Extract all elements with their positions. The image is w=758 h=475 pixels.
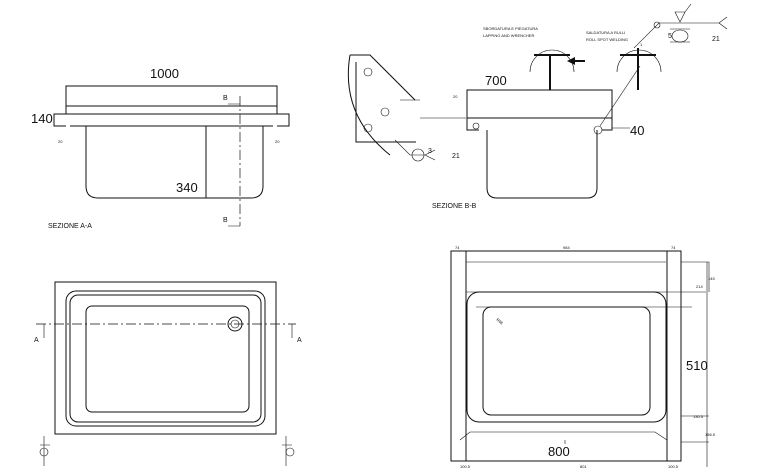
dim-20-right: 20: [275, 139, 280, 144]
dim-214: 214: [696, 284, 703, 289]
detail-label: 1: [640, 42, 643, 47]
cut-label-b-bottom: B: [223, 217, 228, 224]
top-view: 74 984 74 145 214 R68 510 130.5 156.5 10…: [450, 245, 716, 469]
weld-detail-ref: 21: [712, 36, 720, 43]
dim-510: 510: [686, 358, 708, 373]
cut-label-a-left: A: [34, 337, 39, 344]
section-a-a: 1000 140 340 20 20 B B SEZIONE A-A: [31, 66, 290, 230]
dim-156-5: 156.5: [705, 432, 716, 437]
section-b-b-label: SEZIONE B-B: [432, 203, 477, 210]
weld-details: SBORDATURA E PIEGATURA LAPPING AND WRENC…: [483, 3, 728, 90]
note-weld-it: SALDATURA A RULLI: [586, 30, 625, 35]
dim-20: 20: [453, 94, 458, 99]
dim-40: 40: [630, 123, 644, 138]
dim-74-left: 74: [455, 245, 460, 250]
note-weld-en: ROLL SPOT WELDING: [586, 37, 628, 42]
weld-detail-number: 5: [668, 33, 672, 40]
weld-number: 3: [428, 148, 432, 155]
dim-340: 340: [176, 180, 198, 195]
dim-74-right: 74: [671, 245, 676, 250]
dim-100-5-left: 100.5: [460, 464, 471, 469]
section-b-b: 3 21 700 40 20 SEZIONE B-B: [347, 54, 644, 210]
cut-label-b-top: B: [223, 95, 228, 102]
dim-20-left: 20: [58, 139, 63, 144]
dim-984: 984: [563, 245, 570, 250]
dim-140: 140: [31, 111, 53, 126]
dim-145: 145: [708, 276, 715, 281]
dim-100-5-right: 100.5: [668, 464, 679, 469]
dim-radius: R68: [495, 317, 504, 326]
dim-801: 801: [580, 464, 587, 469]
weld-ref: 21: [452, 153, 460, 160]
section-a-a-label: SEZIONE A-A: [48, 223, 92, 230]
note-lapping-it: SBORDATURA E PIEGATURA: [483, 26, 538, 31]
dim-1000: 1000: [150, 66, 179, 81]
cut-label-a-right: A: [297, 337, 302, 344]
dim-800: 800: [548, 444, 570, 459]
dim-700: 700: [485, 73, 507, 88]
dim-130-5: 130.5: [693, 414, 704, 419]
plan-view: A A: [34, 281, 302, 466]
note-lapping-en: LAPPING AND WRENCHER: [483, 33, 534, 38]
